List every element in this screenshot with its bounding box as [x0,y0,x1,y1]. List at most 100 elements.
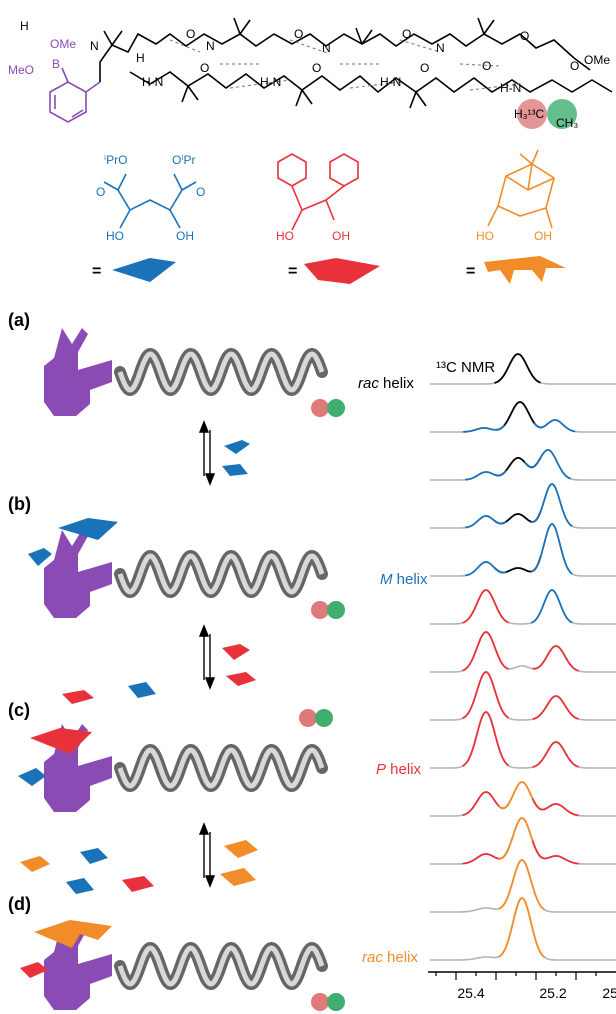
nmr-peak-blue [523,448,571,480]
nmr-peak-blue [465,561,507,577]
n-2: N [322,41,331,55]
m-italic: M [380,571,393,588]
p-word: helix [386,761,422,778]
tartrate-o-1: O [96,185,105,199]
nmr-trace-3 [430,448,616,481]
free-tartrate-2 [222,464,248,476]
free-hydrobenzoin-5 [20,962,48,978]
boronate-cartoon-a [44,328,112,416]
panel-c-label: (c) [8,700,30,720]
bound-pinanediol [34,920,112,948]
boronate-aryl [49,67,101,123]
label-rac-top: rac helix [358,375,414,392]
free-tartrate-7 [66,878,94,894]
free-hydrobenzoin-3 [62,690,94,704]
cartoon-hydrobenzoin [304,258,380,284]
m-word: helix [393,571,429,588]
boronate-cartoon-d [44,922,112,1010]
nmr-peak-orange [498,859,546,911]
nmr-peak-red [462,589,509,624]
meo-label: MeO [8,63,34,77]
hn-1: H [136,51,145,65]
labeled-methyl-ch3 [547,99,577,129]
free-ligands [18,440,258,978]
label-13c: H₃¹³C [514,107,545,121]
boronate-cartoon-b [44,530,112,618]
p-italic: P [376,761,386,778]
nmr-peak-blue [530,589,573,624]
svg-text:rac helix: rac helix [358,375,414,392]
ball-ch3-a [327,399,345,417]
equals-3: = [466,263,475,280]
nmr-peak-red [532,741,579,768]
tick-25-4: 25.4 [457,985,484,1001]
label-m-helix: M helix [380,571,428,588]
ome-end-label: OMe [584,53,610,67]
bound-tartrate [58,518,118,540]
n-3: N [436,41,445,55]
o-1: O [186,27,195,41]
free-tartrate-3 [28,548,52,566]
ball-13c-c [299,709,317,727]
nmr-trace-5 [430,523,616,577]
rac-top-word: helix [379,375,415,392]
nmr-peak-blue [531,483,573,527]
rac-bottom-italic: rac [362,949,383,966]
nmr-peak-blue [531,523,573,575]
equilibrium-arrows [198,420,216,888]
n-1: N [206,39,215,53]
nmr-peak-orange [498,897,546,959]
pinanediol-ho: HO [476,229,494,243]
ome-top-label: OMe [50,37,76,51]
nmr-trace-2 [430,401,616,433]
ball-ch3-d [327,993,345,1011]
o-2: O [200,61,209,75]
hn-2: H-N [142,75,163,89]
cartoon-tartrate [112,258,176,282]
free-tartrate-5 [18,768,46,786]
nmr-peak-red [531,840,579,865]
tartrate-ho: HO [106,229,124,243]
svg-text:M helix: M helix [380,571,428,588]
ligand-pinanediol: HO OH [476,149,555,243]
panel-b-label: (b) [8,494,31,514]
free-pinanediol-3 [20,856,50,872]
ball-13c-d [311,993,329,1011]
svg-text:P helix: P helix [376,761,422,778]
label-p-helix: P helix [376,761,422,778]
o-3: O [294,27,303,41]
rac-top-italic: rac [358,375,379,392]
hn-3: H-N [260,75,281,89]
helix-c [44,709,333,812]
nmr-peak-blue [465,469,507,481]
tick-25-2: 25.2 [539,985,566,1001]
amine-n-label: N [90,39,99,53]
helix-a [44,328,345,417]
gem-dimethyl-groups [103,17,495,109]
o-9: O [570,59,579,73]
equilibrium-arrow-3 [198,822,216,888]
free-pinanediol-2 [220,868,256,886]
nmr-peak-red [532,695,579,721]
equilibrium-arrow-1 [198,420,216,486]
tartrate-oh: OH [176,229,194,243]
ball-ch3-c [315,709,333,727]
nmr-peak-black [494,353,541,384]
svg-text:rac helix: rac helix [362,949,418,966]
nmr-peak-red [462,848,510,865]
boron-label: B [52,57,60,71]
nmr-trace-4 [430,483,616,529]
panel-a-label: (a) [8,310,30,330]
cartoon-pinanediol [484,256,566,284]
ligand-hydrobenzoin: HO OH [276,153,359,243]
equilibrium-arrow-2 [198,624,216,690]
nmr-peak-red [531,798,579,817]
free-hydrobenzoin-1 [222,644,250,660]
backbone-atom-labels: OMe MeO B N H H O N O H-N O N O H-N O N … [8,19,610,95]
nmr-trace-6 [430,589,616,625]
nmr-peak-red [462,791,510,817]
hydrobenzoin-oh: OH [332,229,350,243]
free-tartrate-6 [80,848,108,864]
o-4: O [312,61,321,75]
nmr-trace-13 [430,897,616,961]
